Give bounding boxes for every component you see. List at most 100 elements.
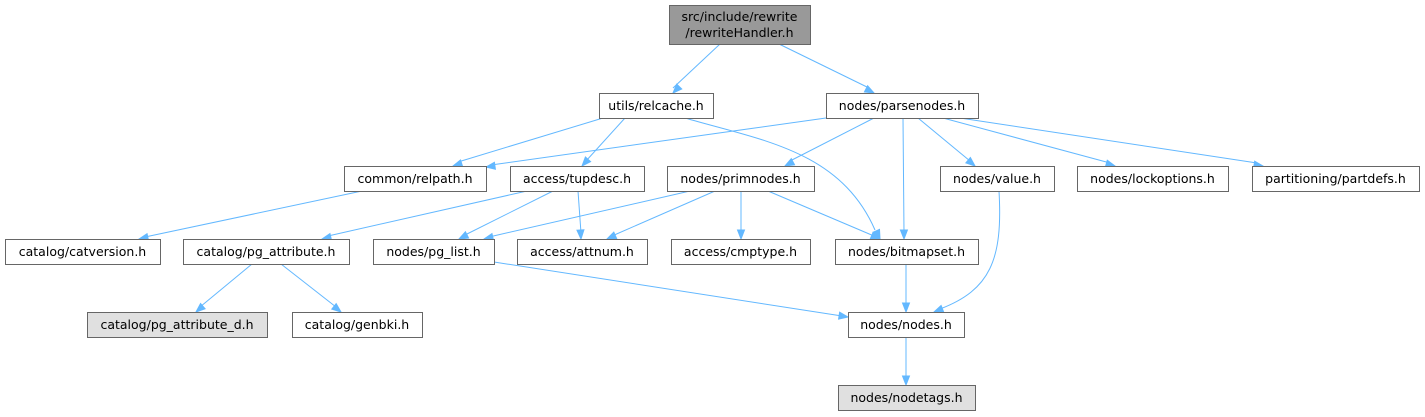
node-box: [940, 166, 1055, 192]
arrowhead-icon: [194, 302, 206, 313]
node-nodes[interactable]: nodes/nodes.h: [848, 312, 965, 338]
edge-pg_attribute-to-pg_attribute_d: [194, 263, 253, 313]
edge-line: [939, 190, 1001, 310]
edge-tupdesc-to-attnum: [576, 190, 585, 241]
edge-bitmapset-to-nodes: [901, 264, 911, 314]
edge-line: [327, 190, 528, 237]
edge-parsenodes-to-bitmapset: [899, 117, 909, 241]
node-label: nodes/pg_list.h: [386, 244, 480, 259]
node-cmptype[interactable]: access/cmptype.h: [671, 239, 811, 265]
edge-root-to-parsenodes: [778, 43, 876, 94]
arrowhead-icon: [457, 230, 470, 240]
arrowhead-icon: [901, 302, 911, 314]
edge-line: [789, 117, 875, 162]
node-genbki[interactable]: catalog/genbki.h: [292, 312, 423, 338]
edge-pg_attribute-to-genbki: [280, 263, 343, 313]
node-box: [826, 93, 979, 119]
node-bitmapset[interactable]: nodes/bitmapset.h: [835, 239, 979, 265]
edge-nodes-to-nodetags: [901, 337, 911, 387]
arrowhead-icon: [932, 304, 945, 313]
edge-line: [917, 117, 971, 162]
node-box: [344, 166, 487, 192]
edge-relcache-to-tupdesc: [581, 117, 626, 168]
node-label: partitioning/partdefs.h: [1265, 171, 1406, 186]
edge-line: [942, 117, 1111, 164]
edge-relpath-to-catversion: [137, 190, 363, 242]
edge-line: [490, 117, 827, 166]
node-label: nodes/value.h: [953, 171, 1041, 186]
node-relcache[interactable]: utils/relcache.h: [599, 93, 714, 119]
node-box: [599, 93, 714, 119]
edge-primnodes-to-attnum: [605, 190, 716, 240]
arrowhead-icon: [965, 156, 977, 167]
edge-tupdesc-to-pg_list: [457, 190, 554, 240]
arrowhead-icon: [837, 311, 850, 320]
edge-parsenodes-to-primnodes: [783, 117, 875, 167]
node-label: utils/relcache.h: [608, 98, 703, 113]
edge-line: [778, 43, 870, 89]
edge-pg_list-to-nodes: [493, 261, 850, 320]
arrowhead-icon: [581, 156, 592, 168]
edge-line: [493, 261, 843, 317]
node-label: common/relpath.h: [358, 171, 473, 186]
node-attnum[interactable]: access/attnum.h: [517, 239, 648, 265]
edge-line: [767, 190, 875, 237]
arrowhead-icon: [451, 159, 464, 168]
node-partdefs[interactable]: partitioning/partdefs.h: [1252, 166, 1420, 192]
node-pg-list[interactable]: nodes/pg_list.h: [373, 239, 495, 265]
edge-line: [959, 117, 1258, 164]
node-box: [1077, 166, 1229, 192]
node-label: catalog/pg_attribute.h: [197, 244, 336, 259]
node-label: access/cmptype.h: [684, 244, 797, 259]
node-box: [373, 239, 495, 265]
edge-line: [457, 117, 604, 163]
node-label: /rewriteHandler.h: [685, 25, 793, 40]
edge-line: [684, 117, 876, 231]
node-value[interactable]: nodes/value.h: [940, 166, 1055, 192]
edge-primnodes-to-bitmapset: [767, 190, 882, 240]
node-pg-attribute[interactable]: catalog/pg_attribute.h: [183, 239, 350, 265]
node-pg-attribute-d[interactable]: catalog/pg_attribute_d.h: [87, 312, 268, 338]
node-label: catalog/genbki.h: [305, 317, 409, 332]
arrowhead-icon: [605, 231, 618, 240]
node-catversion[interactable]: catalog/catversion.h: [5, 239, 161, 265]
edge-parsenodes-to-value: [917, 117, 977, 167]
node-box: [667, 166, 815, 192]
node-box: [87, 312, 268, 338]
edge-line: [144, 190, 363, 238]
node-nodetags[interactable]: nodes/nodetags.h: [838, 385, 976, 411]
node-box: [183, 239, 350, 265]
node-tupdesc[interactable]: access/tupdesc.h: [510, 166, 645, 192]
arrowhead-icon: [869, 231, 882, 240]
node-box: [517, 239, 648, 265]
node-primnodes[interactable]: nodes/primnodes.h: [667, 166, 815, 192]
edge-line: [585, 117, 626, 162]
edge-primnodes-to-cmptype: [736, 191, 746, 241]
node-label: nodes/nodetags.h: [850, 390, 962, 405]
arrowhead-icon: [901, 375, 911, 387]
node-box: [848, 312, 965, 338]
node-label: nodes/bitmapset.h: [848, 244, 965, 259]
edge-line: [577, 190, 582, 234]
arrowhead-icon: [736, 229, 746, 241]
node-parsenodes[interactable]: nodes/parsenodes.h: [826, 93, 979, 119]
arrowhead-icon: [484, 161, 497, 170]
node-label: access/tupdesc.h: [523, 171, 631, 186]
arrowhead-icon: [899, 229, 909, 241]
edge-value-to-nodes: [932, 190, 1001, 313]
node-box: [510, 166, 645, 192]
edge-line: [672, 43, 721, 89]
arrowhead-icon: [672, 83, 683, 94]
nodes-layer: src/include/rewrite/rewriteHandler.h util…: [5, 5, 1420, 411]
edge-line: [199, 263, 253, 308]
node-label: src/include/rewrite: [682, 9, 798, 24]
node-label: nodes/nodes.h: [860, 317, 952, 332]
node-relpath[interactable]: common/relpath.h: [344, 166, 487, 192]
arrowhead-icon: [783, 157, 796, 167]
node-label: nodes/primnodes.h: [680, 171, 800, 186]
edge-root-to-relcache: [672, 43, 721, 94]
arrowhead-icon: [863, 84, 876, 94]
node-box: [671, 239, 811, 265]
node-lockoptions[interactable]: nodes/lockoptions.h: [1077, 166, 1229, 192]
